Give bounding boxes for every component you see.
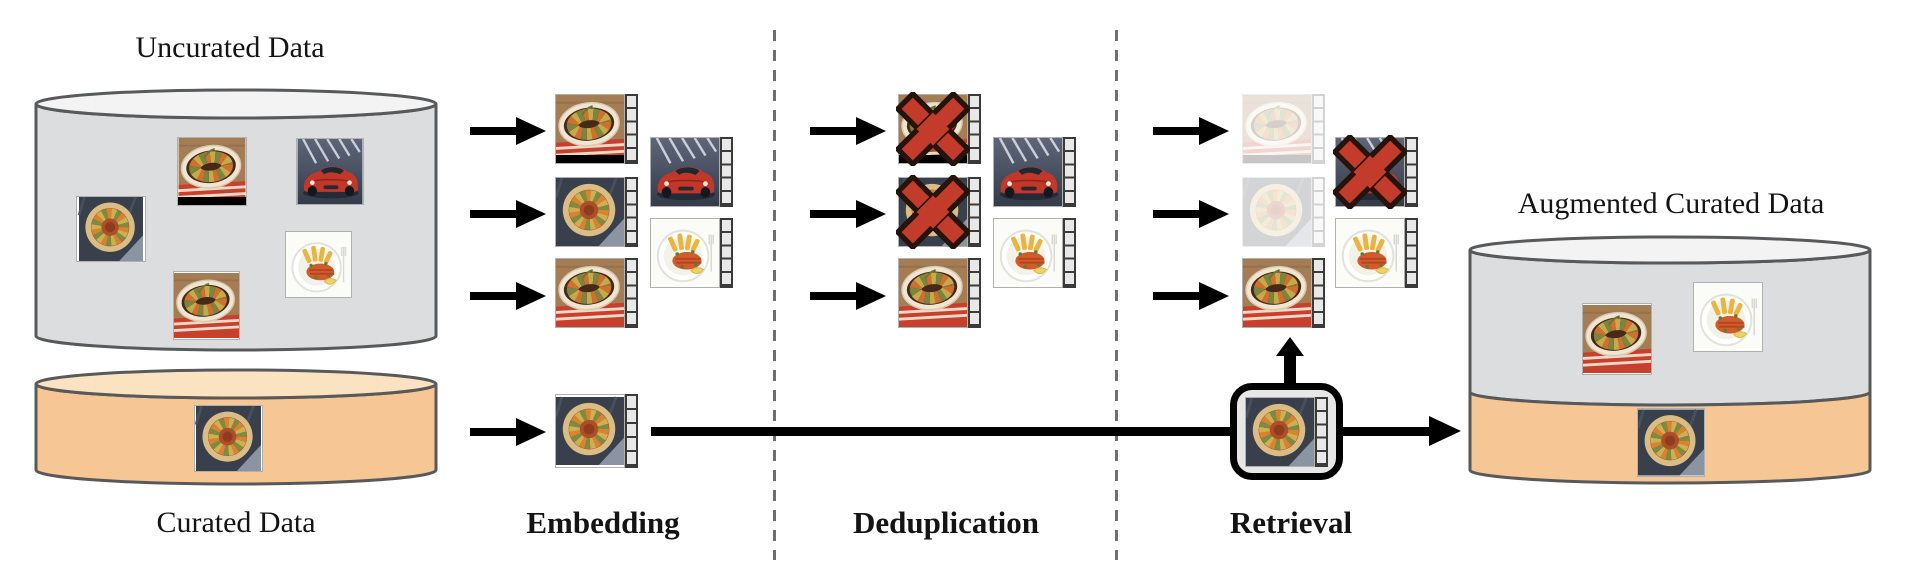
ratatouille-tart-photo: [1245, 397, 1315, 467]
ratatouille-tart-photo: [555, 177, 625, 247]
food-plate-photo: [650, 218, 720, 288]
embedding-vector: [1405, 218, 1418, 288]
embedding-vector: [1312, 177, 1325, 247]
arrow-right-icon: [810, 116, 886, 146]
removed-cross-icon: [1333, 135, 1407, 209]
embedding-image-food-plate: [650, 218, 733, 288]
embedding-vector: [1063, 137, 1076, 207]
embedding-vector: [1312, 258, 1325, 328]
retrieval-query-image-ratatouille-tart: [1245, 397, 1328, 467]
food-plate-photo: [285, 231, 352, 298]
ratatouille-pan-photo: [555, 94, 625, 164]
ratatouille-tart-photo: [76, 196, 146, 262]
section-divider-deduplication-retrieval: [1115, 30, 1118, 560]
ratatouille-pan-photo: [555, 258, 625, 328]
uncurated-image-red-car: [296, 138, 364, 205]
arrow-right-icon: [1153, 116, 1229, 146]
uncurated-image-ratatouille-pan: [177, 137, 247, 206]
arrow-right-icon: [470, 417, 546, 447]
deduplication-stage-label: Deduplication: [852, 505, 1040, 540]
arrow-right-icon: [470, 281, 546, 311]
embedding-image-red-car: [650, 137, 733, 207]
embedding-vector: [1315, 397, 1328, 467]
red-car-photo: [296, 138, 364, 205]
ratatouille-tart-photo: [194, 405, 263, 472]
embedding-image-ratatouille-tart: [555, 177, 638, 247]
deduplication-image-ratatouille-pan-kept: [898, 258, 981, 328]
retrieval-image-food-plate-kept: [1335, 218, 1418, 288]
ratatouille-pan-photo: [1242, 258, 1312, 328]
food-plate-photo: [993, 218, 1063, 288]
uncurated-image-ratatouille-tart: [76, 196, 146, 262]
embedding-vector: [720, 137, 733, 207]
retrieval-image-ratatouille-pan-kept: [1242, 258, 1325, 328]
removed-cross-icon: [896, 175, 970, 249]
curated-data-label: Curated Data: [156, 506, 316, 539]
embedding-image-curated-ratatouille-tart: [555, 394, 638, 468]
augmented-image-food-plate: [1693, 282, 1763, 352]
food-plate-photo: [1693, 282, 1763, 352]
deduplication-image-ratatouille-tart-removed: [896, 175, 981, 249]
embedding-vector: [968, 94, 981, 164]
embedding-stage-label: Embedding: [526, 505, 680, 540]
augmented-curated-data-label: Augmented Curated Data: [1517, 187, 1825, 220]
arrow-right-icon: [1153, 281, 1229, 311]
embedding-vector: [625, 177, 638, 247]
augmented-curated-data-cylinder: [1466, 234, 1874, 488]
ratatouille-pan-photo: [1582, 303, 1652, 375]
deduplication-image-red-car: [993, 137, 1076, 207]
embedding-image-ratatouille-pan: [555, 94, 638, 164]
ratatouille-pan-photo: [177, 137, 247, 206]
augmented-image-ratatouille-tart: [1637, 408, 1705, 477]
embedding-vector: [625, 258, 638, 328]
uncurated-image-ratatouille-pan-2: [173, 271, 240, 340]
food-plate-photo: [1335, 218, 1405, 288]
red-car-photo: [650, 137, 720, 207]
arrow-right-icon: [470, 199, 546, 229]
ratatouille-pan-photo: [173, 271, 240, 340]
retrieval-image-ratatouille-pan-faded: [1242, 94, 1325, 164]
deduplication-image-food-plate: [993, 218, 1076, 288]
arrow-right-icon: [1429, 416, 1461, 446]
retrieval-image-red-car-removed: [1333, 135, 1418, 209]
augmented-image-ratatouille-pan: [1582, 303, 1652, 375]
deduplication-image-ratatouille-pan-removed: [896, 92, 981, 166]
ratatouille-pan-photo: [898, 258, 968, 328]
retrieval-stage-label: Retrieval: [1229, 505, 1353, 540]
arrow-right-icon: [470, 116, 546, 146]
embedding-vector: [625, 394, 638, 468]
embedding-vector: [720, 218, 733, 288]
arrow-right-icon: [810, 281, 886, 311]
curated-flow-line: [651, 427, 1431, 436]
embedding-vector: [1405, 137, 1418, 207]
ratatouille-pan-photo: [1242, 94, 1312, 164]
retrieval-image-ratatouille-tart-faded: [1242, 177, 1325, 247]
section-divider-embedding-deduplication: [773, 30, 776, 560]
embedding-image-ratatouille-pan-2: [555, 258, 638, 328]
red-car-photo: [993, 137, 1063, 207]
embedding-vector: [1312, 94, 1325, 164]
arrow-right-icon: [1153, 199, 1229, 229]
uncurated-image-food-plate: [285, 231, 352, 298]
embedding-vector: [968, 177, 981, 247]
embedding-vector: [1063, 218, 1076, 288]
uncurated-data-label: Uncurated Data: [135, 31, 325, 64]
ratatouille-tart-photo: [555, 394, 625, 468]
ratatouille-tart-photo: [1242, 177, 1312, 247]
curated-image-ratatouille-tart: [194, 405, 263, 472]
ratatouille-tart-photo: [1637, 408, 1705, 477]
removed-cross-icon: [896, 92, 970, 166]
embedding-vector: [968, 258, 981, 328]
embedding-vector: [625, 94, 638, 164]
arrow-up-icon: [1276, 337, 1304, 383]
arrow-right-icon: [810, 199, 886, 229]
